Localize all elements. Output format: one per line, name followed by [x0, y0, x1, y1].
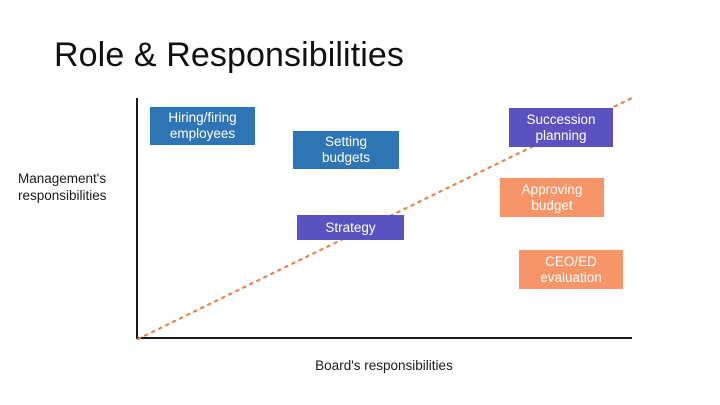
- box-setting-budgets[interactable]: Setting budgets: [293, 131, 399, 169]
- x-axis-label: Board's responsibilities: [315, 358, 453, 373]
- box-hiring-firing-employees[interactable]: Hiring/firing employees: [150, 107, 255, 145]
- box-strategy[interactable]: Strategy: [297, 215, 404, 240]
- x-axis-line: [136, 337, 632, 339]
- box-succession-planning[interactable]: Succession planning: [509, 108, 613, 147]
- box-ceo-ed-evaluation[interactable]: CEO/ED evaluation: [519, 250, 623, 289]
- page-title: Role & Responsibilities: [54, 36, 405, 74]
- box-approving-budget[interactable]: Approving budget: [500, 178, 604, 217]
- y-axis-label: Management's responsibilities: [18, 171, 107, 203]
- y-axis-line: [136, 98, 138, 339]
